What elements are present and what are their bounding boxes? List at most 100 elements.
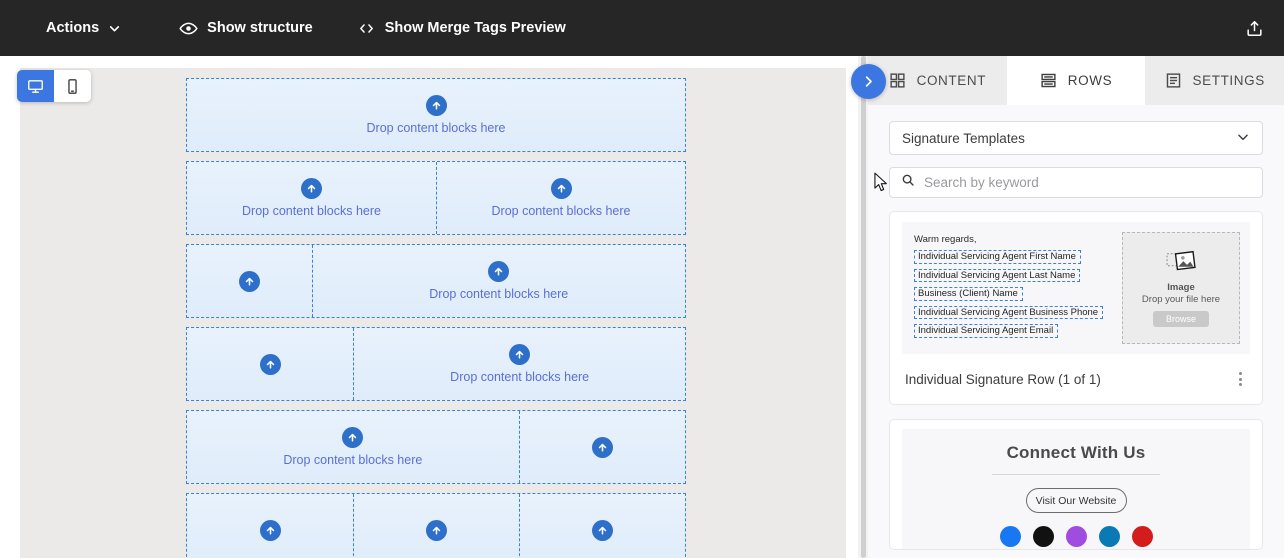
drop-row	[186, 493, 686, 558]
arrow-up-circle-icon	[238, 270, 260, 292]
actions-menu-button[interactable]: Actions	[46, 0, 121, 56]
signature-template-card[interactable]: Warm regards, Individual Servicing Agent…	[889, 211, 1263, 405]
visit-our-website-button[interactable]: Visit Our Website	[1025, 488, 1127, 513]
device-preview-toggle	[17, 70, 91, 102]
merge-tag: Individual Servicing Agent First Name	[914, 250, 1081, 264]
arrow-up-circle-icon	[426, 519, 447, 541]
panel-body: Signature Templates Warm regards, Indivi…	[868, 105, 1284, 550]
instagram-icon[interactable]	[1065, 526, 1087, 547]
template-category-value: Signature Templates	[902, 130, 1025, 146]
drop-zone-label: Drop content blocks here	[450, 370, 590, 384]
drop-zone-label: Drop content blocks here	[491, 204, 631, 218]
drop-zone[interactable]	[187, 245, 312, 317]
tab-settings[interactable]: SETTINGS	[1145, 56, 1284, 105]
drop-zone-label: Drop content blocks here	[283, 453, 423, 467]
actions-label: Actions	[46, 20, 100, 36]
drop-zone-label: Drop content blocks here	[242, 204, 381, 218]
image-placeholder-title: Image	[1167, 281, 1195, 293]
connect-card-preview: Connect With Us Visit Our Website	[902, 429, 1250, 549]
drop-zone[interactable]	[353, 494, 519, 558]
drop-zone[interactable]	[187, 328, 354, 400]
drop-row: Drop content blocks here	[186, 410, 686, 484]
arrow-up-circle-icon	[509, 344, 531, 365]
search-input[interactable]	[924, 175, 1251, 190]
upload-icon[interactable]	[1238, 12, 1270, 44]
image-placeholder-subtitle: Drop your file here	[1141, 293, 1221, 305]
drop-zone[interactable]: Drop content blocks here	[187, 162, 436, 234]
youtube-icon[interactable]	[1131, 526, 1153, 547]
tab-settings-label: SETTINGS	[1192, 73, 1265, 88]
arrow-up-circle-icon	[259, 519, 281, 541]
code-brackets-icon	[357, 20, 376, 37]
top-toolbar: Actions Show structure Show Merge Tags P…	[0, 0, 1284, 56]
drop-zone[interactable]: Drop content blocks here	[436, 162, 685, 234]
arrow-up-circle-icon	[342, 427, 364, 448]
merge-tag: Individual Servicing Agent Last Name	[914, 268, 1081, 282]
tab-content[interactable]: CONTENT	[868, 56, 1007, 105]
arrow-up-circle-icon	[591, 436, 613, 458]
kebab-menu-icon[interactable]	[1235, 368, 1246, 390]
browse-button[interactable]: Browse	[1152, 310, 1209, 327]
drop-zone[interactable]: Drop content blocks here	[311, 245, 685, 317]
image-drop-placeholder[interactable]: Image Drop your file here Browse	[1122, 232, 1240, 344]
linkedin-icon[interactable]	[1098, 526, 1120, 547]
signature-template-preview: Warm regards, Individual Servicing Agent…	[902, 222, 1250, 354]
mobile-view-button[interactable]	[54, 70, 91, 102]
arrow-up-circle-icon	[591, 519, 613, 541]
drop-row: Drop content blocks here	[186, 78, 686, 152]
signature-text-block: Warm regards, Individual Servicing Agent…	[914, 232, 1122, 354]
right-sidebar-panel: CONTENT ROWS SETTINGS Signature Template…	[868, 56, 1284, 558]
signature-card-footer: Individual Signature Row (1 of 1)	[890, 354, 1262, 404]
grid-squares-icon	[889, 72, 906, 89]
search-row[interactable]	[889, 167, 1263, 198]
tab-rows-label: ROWS	[1067, 73, 1113, 88]
drop-zone[interactable]: Drop content blocks here	[187, 411, 519, 483]
facebook-icon[interactable]	[999, 526, 1021, 547]
arrow-up-circle-icon	[301, 178, 322, 199]
divider	[992, 474, 1160, 475]
panel-tabs: CONTENT ROWS SETTINGS	[868, 56, 1284, 105]
drop-zone[interactable]: Drop content blocks here	[187, 79, 685, 151]
eye-icon	[179, 19, 198, 38]
drop-zone[interactable]	[518, 494, 685, 558]
show-merge-tags-label: Show Merge Tags Preview	[384, 20, 566, 36]
chevron-down-icon	[108, 22, 121, 35]
tab-rows[interactable]: ROWS	[1006, 56, 1146, 105]
panel-collapse-toggle[interactable]	[851, 64, 886, 99]
drop-zone[interactable]	[518, 411, 685, 483]
signature-row-title: Individual Signature Row (1 of 1)	[905, 371, 1101, 387]
canvas-vertical-scrollbar[interactable]	[858, 56, 868, 558]
tab-content-label: CONTENT	[916, 73, 987, 88]
show-merge-tags-preview-button[interactable]: Show Merge Tags Preview	[357, 0, 566, 56]
show-structure-label: Show structure	[207, 20, 313, 36]
drop-row: Drop content blocks here Drop content blo…	[186, 161, 686, 235]
drop-zone[interactable]	[187, 494, 354, 558]
merge-tag: Individual Servicing Agent Email	[914, 324, 1059, 338]
connect-title: Connect With Us	[1006, 443, 1146, 462]
salutation-text: Warm regards,	[914, 234, 977, 245]
rows-icon	[1040, 72, 1057, 89]
arrow-up-circle-icon	[259, 353, 281, 375]
drop-row: Drop content blocks here	[186, 327, 686, 401]
image-icon	[1166, 250, 1196, 281]
drop-zone[interactable]: Drop content blocks here	[353, 328, 685, 400]
drop-row: Drop content blocks here	[186, 244, 686, 318]
arrow-up-circle-icon	[488, 261, 510, 282]
chevron-down-icon	[1236, 130, 1250, 147]
arrow-up-circle-icon	[550, 178, 572, 199]
search-icon	[901, 173, 915, 192]
arrow-up-circle-icon	[425, 95, 447, 116]
template-category-select[interactable]: Signature Templates	[889, 121, 1263, 155]
drop-zone-label: Drop content blocks here	[429, 287, 569, 301]
desktop-view-button[interactable]	[17, 70, 54, 102]
merge-tag: Business (Client) Name	[914, 287, 1023, 301]
social-icons-row	[912, 526, 1240, 547]
scrollbar-thumb[interactable]	[861, 56, 866, 558]
show-structure-button[interactable]: Show structure	[179, 0, 313, 56]
list-lines-icon	[1165, 72, 1182, 89]
connect-with-us-card[interactable]: Connect With Us Visit Our Website	[889, 419, 1263, 550]
x-twitter-icon[interactable]	[1032, 526, 1054, 547]
